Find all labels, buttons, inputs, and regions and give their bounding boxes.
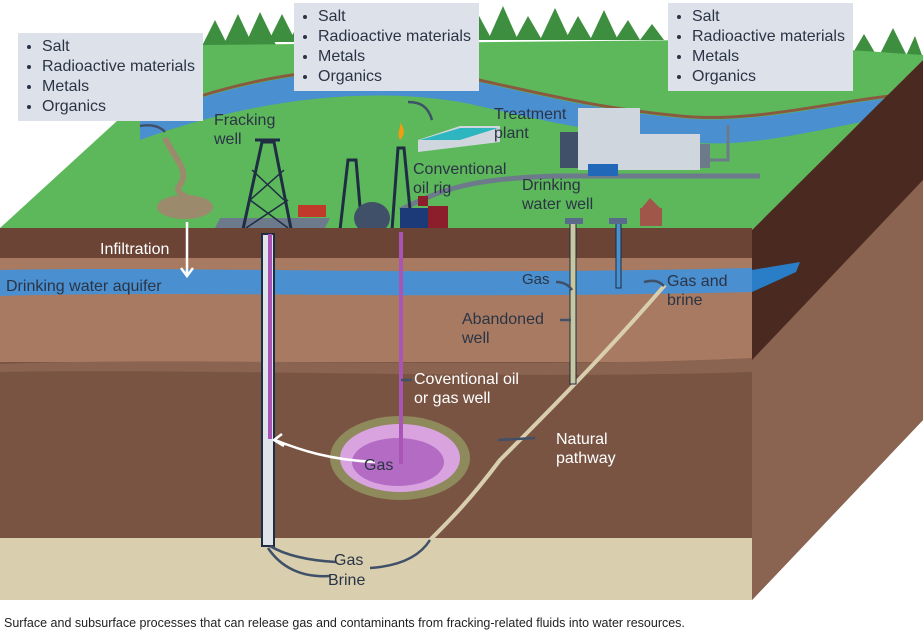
drinking-well-bore: [615, 221, 622, 289]
treatment-plant: [560, 108, 730, 176]
contaminant-item: Organics: [42, 97, 195, 117]
label-conventional-oil-rig: Conventional oil rig: [413, 161, 507, 197]
label-conventional-well: Coventional oil or gas well: [414, 371, 519, 407]
figure-caption: Surface and subsurface processes that ca…: [4, 616, 685, 630]
label-drinking-water-well: Drinking water well: [522, 177, 594, 213]
contaminant-item: Salt: [692, 7, 845, 27]
natural-pathway: [428, 283, 667, 542]
contaminant-item: Metals: [318, 47, 471, 67]
contaminant-item: Radioactive materials: [42, 57, 195, 77]
contaminant-box-left: Salt Radioactive materials Metals Organi…: [18, 33, 203, 121]
contaminant-item: Radioactive materials: [692, 27, 845, 47]
label-treatment-plant: Treatment plant: [494, 106, 567, 142]
label-gas-and-brine: Gas and brine: [667, 273, 728, 309]
contaminant-item: Radioactive materials: [318, 27, 471, 47]
contaminant-item: Organics: [318, 67, 471, 87]
label-gas-leak: Gas: [522, 271, 550, 288]
contaminant-box-right: Salt Radioactive materials Metals Organi…: [668, 3, 853, 91]
well-pad: [215, 218, 330, 228]
abandoned-well-bore: [569, 221, 577, 385]
contaminant-item: Salt: [42, 37, 195, 57]
contaminant-item: Metals: [42, 77, 195, 97]
label-fracking-well: Fracking well: [214, 112, 276, 148]
label-gas-reservoir: Gas: [364, 457, 394, 474]
contaminant-item: Organics: [692, 67, 845, 87]
topsoil-layer: [0, 228, 752, 262]
truck: [298, 205, 326, 217]
road: [398, 173, 760, 213]
label-drinking-water-aquifer: Drinking water aquifer: [6, 278, 162, 295]
conventional-well-bore: [399, 232, 403, 464]
contaminant-box-center: Salt Radioactive materials Metals Organi…: [294, 3, 479, 91]
house: [640, 198, 662, 226]
label-abandoned-well: Abandoned well: [462, 311, 544, 347]
label-brine-source: Brine: [328, 572, 366, 589]
contaminant-item: Metals: [692, 47, 845, 67]
label-infiltration: Infiltration: [100, 241, 170, 258]
spill-pond: [157, 195, 213, 219]
contaminant-item: Salt: [318, 7, 471, 27]
label-gas-source: Gas: [334, 552, 364, 569]
bedrock-layer: [0, 538, 752, 600]
flow-arrows: [180, 222, 376, 464]
label-natural-pathway: Natural pathway: [556, 431, 616, 467]
